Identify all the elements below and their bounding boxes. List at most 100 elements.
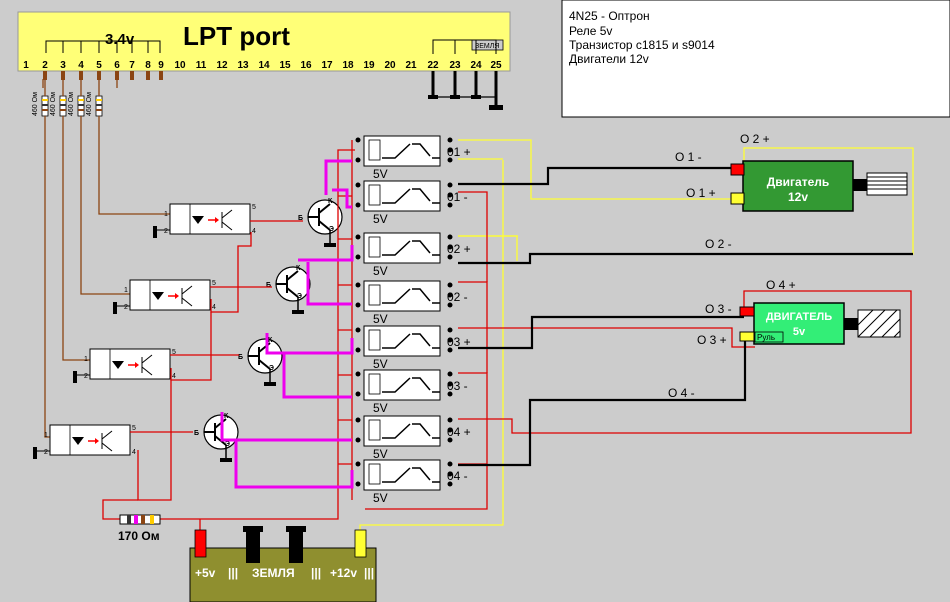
lpt-pin-16: 16	[300, 60, 312, 71]
opto-pin-5: 5	[252, 204, 256, 211]
transistor-base-label: Б	[298, 215, 303, 222]
plus5v-terminal	[194, 529, 207, 558]
lpt-pin-4: 4	[78, 60, 84, 71]
transistor: Б К Э	[238, 337, 283, 386]
lpt-pin-10: 10	[174, 60, 186, 71]
input-resistor: 460 Ом	[50, 80, 67, 117]
lpt-pin-stubs	[43, 71, 503, 110]
transistor-emitter-label: Э	[269, 365, 274, 372]
relay-voltage: 5V	[373, 167, 388, 181]
relay-voltage: 5V	[373, 212, 388, 226]
input-resistors: 460 Ом 460 Ом 460 Ом 460 Ом	[32, 80, 103, 117]
label-o2-plus: O 2 +	[740, 132, 770, 146]
series-resistor-label: 170 Ом	[118, 529, 160, 543]
lpt-pin-9: 9	[158, 60, 164, 71]
lpt-voltage: 3.4v	[105, 31, 135, 48]
lpt-pin-25: 25	[490, 60, 502, 71]
motor-wire-labels: O 2 + O 1 - O 1 + O 2 - O 4 + O 3 - O 3 …	[668, 132, 796, 400]
relay-contact-label: 03 +	[447, 335, 471, 349]
motor-12v-gear	[866, 172, 908, 196]
transistor-collector-label: К	[224, 413, 229, 420]
opto-pin-2: 2	[84, 373, 88, 380]
lpt-title: LPT port	[183, 21, 290, 51]
lpt-pin-6: 6	[114, 60, 120, 71]
input-resistor-label: 460 Ом	[86, 92, 93, 116]
relay-contact-label: 01 -	[447, 190, 468, 204]
lpt-pin-8: 8	[145, 60, 151, 71]
relay-voltage: 5V	[373, 312, 388, 326]
transistor-base-label: Б	[194, 430, 199, 437]
transistor-collector-label: К	[268, 337, 273, 344]
label-o1-plus: O 1 +	[686, 186, 716, 200]
opto-pin-4: 4	[212, 304, 216, 311]
lpt-pin-23: 23	[449, 60, 461, 71]
series-resistor: 170 Ом	[118, 514, 161, 543]
relay: 5V 01 -	[355, 180, 468, 226]
relay-contact-label: 04 -	[447, 469, 468, 483]
opto-pin-5: 5	[172, 349, 176, 356]
plus12v-terminal	[354, 529, 367, 558]
input-resistor: 460 Ом	[86, 80, 103, 117]
opto-pin-2: 2	[44, 449, 48, 456]
transistor: БКЭ	[266, 265, 311, 314]
input-resistor-label: 460 Ом	[68, 92, 75, 116]
input-resistor-label: 460 Ом	[32, 92, 39, 116]
input-resistor: 460 Ом	[32, 80, 49, 117]
lpt-pin-11: 11	[196, 60, 207, 71]
opto-pin-2: 2	[124, 304, 128, 311]
power-plus12v-label: +12v	[330, 566, 357, 580]
motor-12v-label: Двигатель	[767, 175, 830, 189]
motor-5v-shaft	[844, 318, 858, 330]
relay-voltage: 5V	[373, 447, 388, 461]
power-board: +5v ||| ЗЕМЛЯ ||| +12v |||	[189, 526, 377, 602]
note-line-3: Транзистор c1815 и s9014	[569, 38, 715, 52]
lpt-data-bracket	[45, 40, 161, 53]
relay-contact-label: 03 -	[447, 379, 468, 393]
lpt-pin-5: 5	[96, 60, 102, 71]
lpt-pin-14: 14	[258, 60, 270, 71]
motor-12v: Двигатель 12v	[730, 160, 908, 212]
opto-pin-1: 1	[164, 211, 168, 218]
opto-pin-5: 5	[212, 280, 216, 287]
transistor-base-label: Б	[238, 354, 243, 361]
lpt-pin-18: 18	[342, 60, 354, 71]
transistor-collector-label: К	[296, 265, 301, 272]
lpt-pin-12: 12	[216, 60, 228, 71]
motor-12v-plus-terminal	[730, 163, 745, 176]
power-board-body	[189, 547, 377, 602]
motor-5v-tag: Руль	[757, 333, 775, 342]
lpt-pin-17: 17	[321, 60, 333, 71]
input-resistor-label: 460 Ом	[50, 92, 57, 116]
relay-contact-label: 02 +	[447, 242, 471, 256]
power-sep-3: |||	[364, 566, 374, 580]
note-line-2: Реле 5v	[569, 24, 612, 38]
input-wires	[42, 79, 170, 438]
motor-12v-body	[742, 160, 854, 212]
lpt-pin-19: 19	[363, 60, 375, 71]
black-motor-wires	[458, 166, 913, 467]
motor-12v-shaft	[853, 179, 867, 191]
label-o3-plus: O 3 +	[697, 333, 727, 347]
opto-pin-4: 4	[132, 449, 136, 456]
relay-voltage: 5V	[373, 401, 388, 415]
motor-5v-plus-terminal	[739, 306, 755, 317]
lpt-pin-20: 20	[384, 60, 396, 71]
transistor-emitter-label: Э	[329, 226, 334, 233]
label-o4-minus: O 4 -	[668, 386, 695, 400]
motor-5v-voltage: 5v	[793, 326, 806, 338]
label-o2-minus: O 2 -	[705, 237, 732, 251]
transistor-base-label: Б	[266, 282, 271, 289]
